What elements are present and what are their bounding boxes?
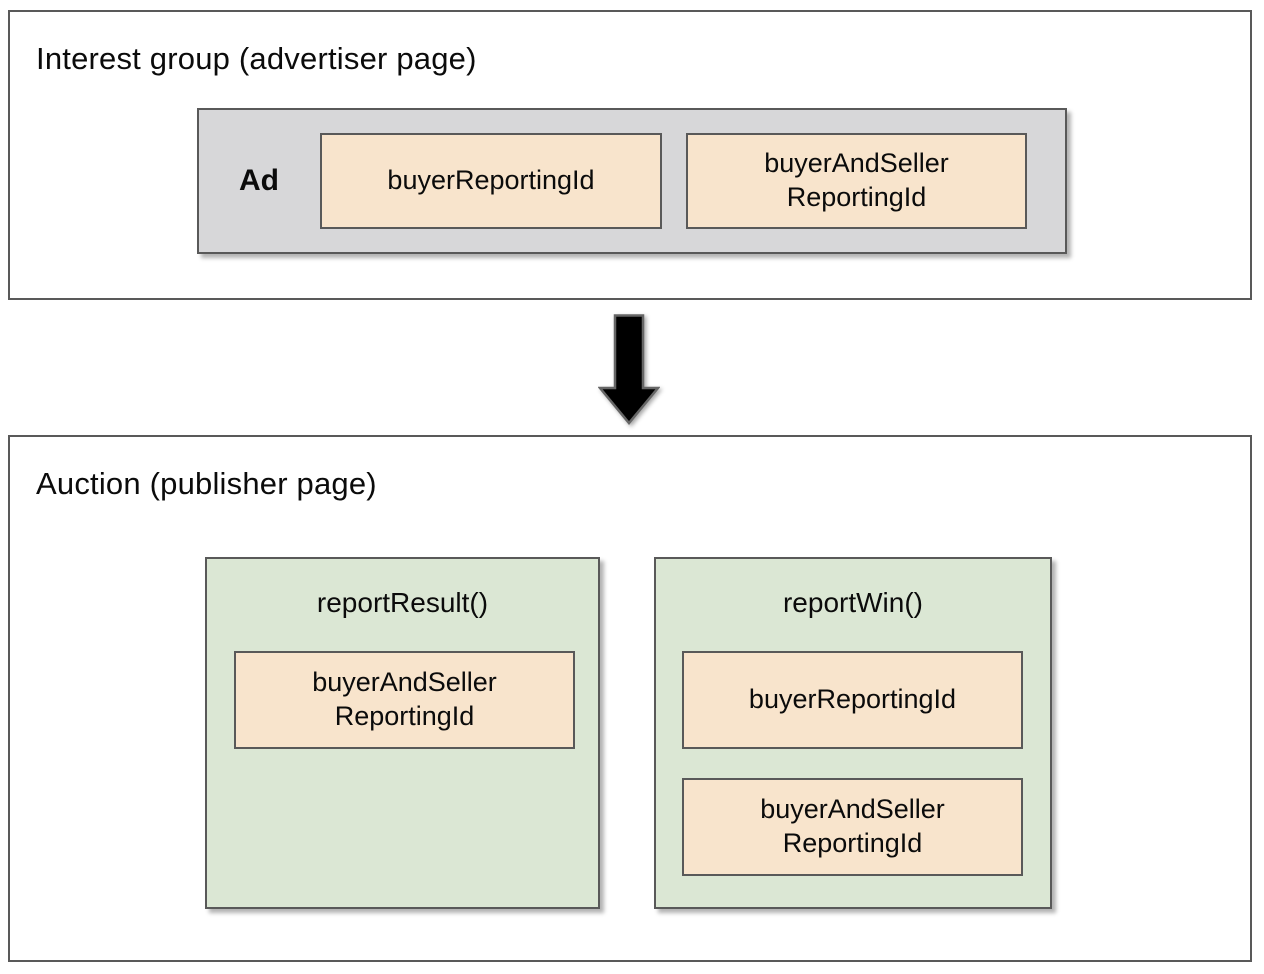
- buyer-and-seller-reporting-id-box: buyerAndSeller ReportingId: [682, 778, 1023, 876]
- report-result-title: reportResult(): [316, 587, 489, 618]
- buyer-and-seller-reporting-id-box: buyerAndSeller ReportingId: [686, 133, 1027, 229]
- buyer-and-seller-reporting-id-box: buyerAndSeller ReportingId: [234, 651, 575, 749]
- auction-panel: Auction (publisher page) reportResult() …: [8, 435, 1252, 962]
- buyer-reporting-id-box: buyerReportingId: [320, 133, 662, 229]
- down-arrow-icon: [597, 314, 661, 425]
- buyer-reporting-id-box: buyerReportingId: [682, 651, 1023, 749]
- auction-title: Auction (publisher page): [36, 466, 377, 501]
- report-win-title: reportWin(): [782, 587, 923, 618]
- ad-box: Ad buyerReportingId buyerAndSeller Repor…: [197, 108, 1067, 254]
- report-result-box: reportResult() buyerAndSeller ReportingI…: [205, 557, 600, 909]
- interest-group-title: Interest group (advertiser page): [36, 41, 477, 76]
- report-win-box: reportWin() buyerReportingId buyerAndSel…: [654, 557, 1052, 909]
- ad-label: Ad: [239, 164, 279, 197]
- interest-group-panel: Interest group (advertiser page) Ad buye…: [8, 10, 1252, 300]
